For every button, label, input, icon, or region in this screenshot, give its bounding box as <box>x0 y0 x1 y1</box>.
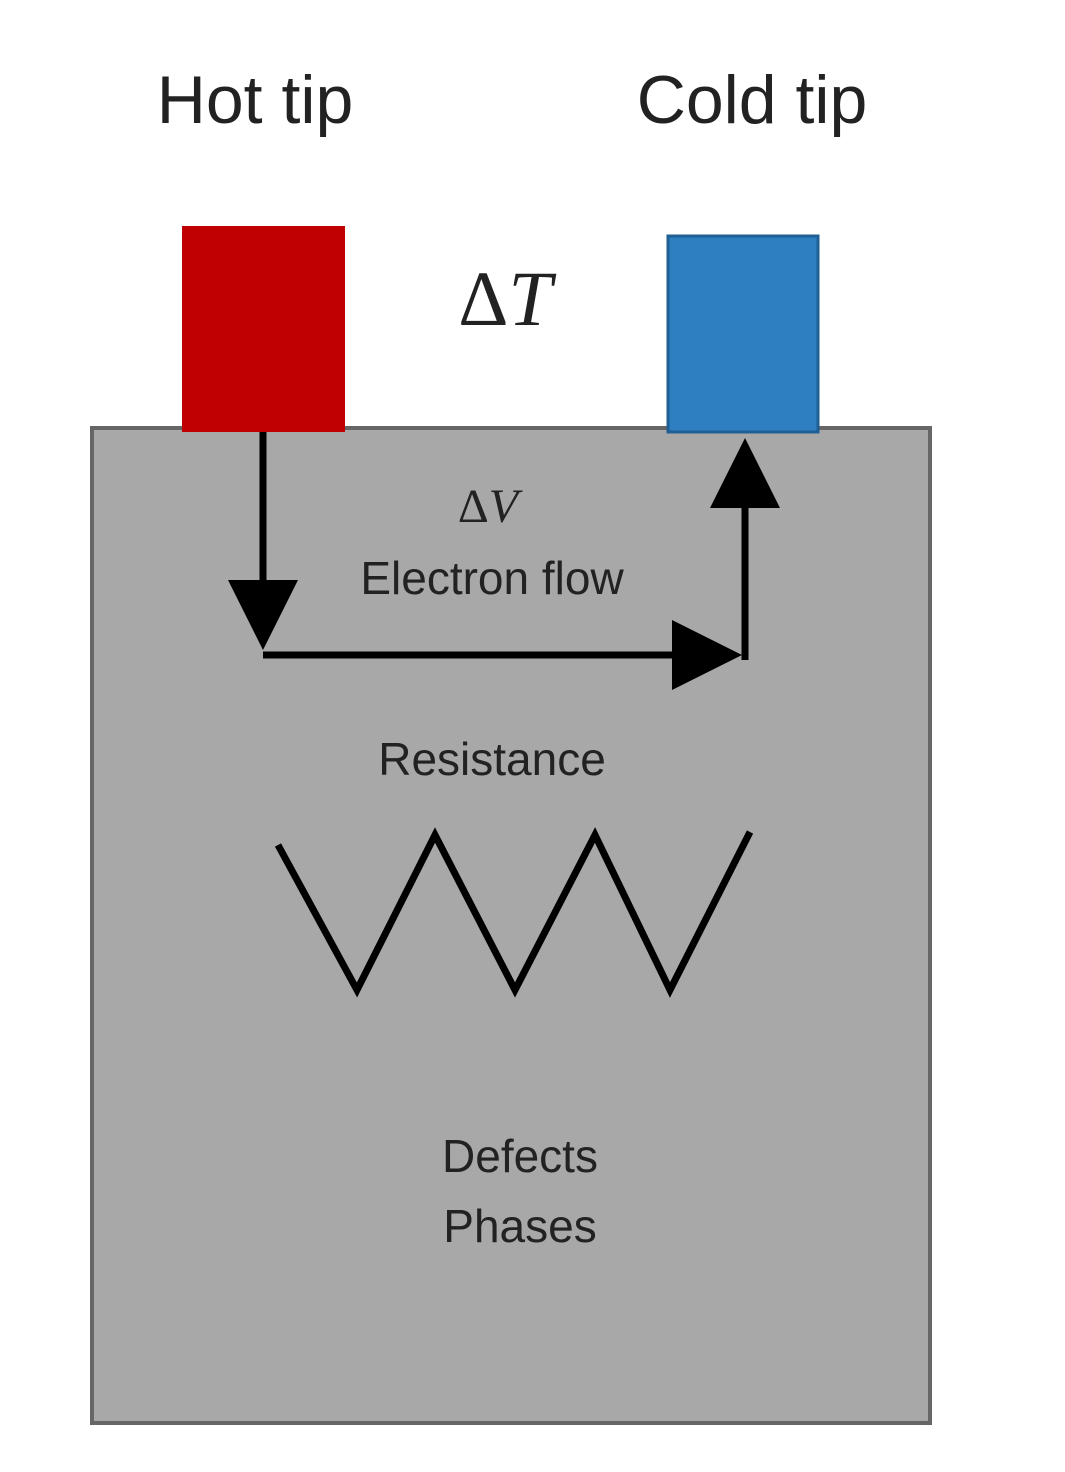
delta-t-variable: T <box>508 255 556 342</box>
resistance-label: Resistance <box>378 733 606 785</box>
delta-t-symbol: Δ <box>458 255 508 342</box>
phases-label: Phases <box>443 1200 596 1252</box>
delta-v-symbol: Δ <box>458 480 489 533</box>
electron-flow-path <box>228 432 780 690</box>
hot-tip-block <box>182 226 345 432</box>
defects-label: Defects <box>442 1130 598 1182</box>
cold-tip-label: Cold tip <box>637 62 868 138</box>
zigzag-resistor-icon <box>274 827 754 998</box>
delta-v-variable: V <box>489 480 523 533</box>
delta-t-label: ΔT <box>458 255 556 342</box>
hot-tip-label: Hot tip <box>157 62 354 138</box>
cold-tip-block <box>666 234 820 434</box>
electron-flow-label: Electron flow <box>360 552 624 604</box>
delta-v-label: ΔV <box>458 480 523 533</box>
